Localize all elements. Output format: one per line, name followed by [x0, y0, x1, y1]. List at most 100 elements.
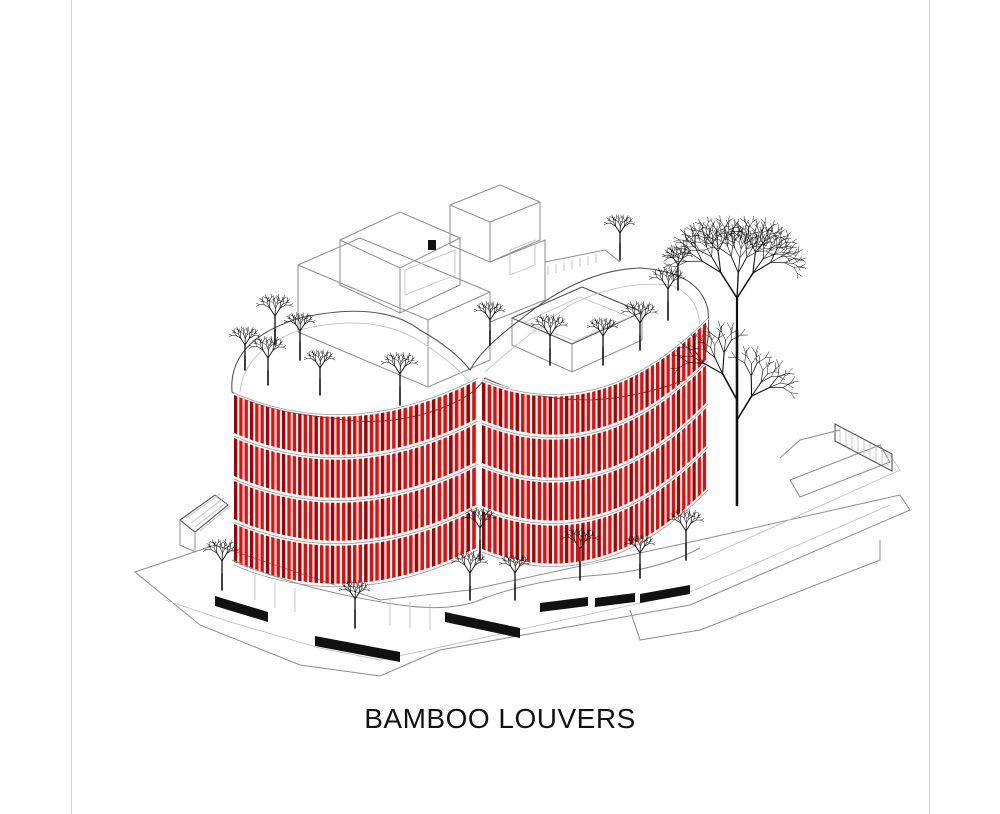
louver-fin	[537, 438, 542, 478]
louver-fin	[239, 526, 243, 566]
upper-rear-block	[297, 184, 546, 388]
louver-fin	[570, 438, 574, 477]
louver-fin	[265, 535, 270, 575]
louver-fin	[592, 477, 596, 516]
floor-slabs	[481, 316, 710, 569]
louver-fin	[629, 376, 633, 417]
louver-fin	[692, 460, 696, 502]
louver-fin	[526, 437, 531, 477]
louver-fin	[608, 386, 612, 426]
louver-fin	[581, 522, 585, 562]
louver-fin	[239, 483, 243, 523]
louver-fin	[364, 457, 368, 497]
louver-fin	[532, 524, 536, 563]
louver-fin	[460, 472, 465, 513]
louver-fin	[543, 396, 547, 435]
louver-fin	[303, 543, 307, 582]
louver-fin	[244, 485, 248, 525]
louver-fin	[493, 429, 497, 469]
louver-fin	[386, 497, 390, 537]
louver-fin	[249, 401, 254, 441]
louver-fin	[330, 459, 335, 498]
louver-fin	[325, 459, 329, 498]
louver-fin	[521, 436, 525, 476]
louver-fin	[239, 440, 243, 480]
tree-icon	[338, 580, 371, 629]
louver-fin	[325, 545, 329, 584]
louver-fin	[409, 534, 413, 574]
louver-fin	[482, 382, 486, 422]
louver-fin	[319, 459, 324, 498]
louver-fin	[515, 435, 519, 475]
louver-fin	[487, 513, 492, 553]
louver-fin	[276, 495, 280, 535]
louver-fin	[287, 411, 291, 451]
louver-fin	[618, 381, 623, 422]
louver-fin	[431, 441, 436, 481]
tall-tree-icon	[662, 215, 807, 507]
louver-fin	[276, 538, 280, 578]
louver-fin	[666, 439, 670, 481]
louver-fin	[414, 490, 419, 530]
louver-fin	[602, 473, 607, 513]
louver-fin	[431, 527, 436, 567]
louver-fin	[314, 501, 318, 541]
louver-fin	[460, 429, 465, 470]
louver-fin	[255, 489, 259, 529]
louver-fin	[249, 487, 254, 527]
louver-fin	[449, 391, 453, 432]
louver-fin	[624, 379, 628, 419]
louver-fin	[437, 439, 442, 479]
louver-fin	[336, 459, 340, 498]
louver-fin	[314, 415, 318, 455]
louver-fin	[392, 496, 396, 535]
louver-fin	[666, 353, 670, 395]
roof-parapet	[231, 267, 710, 422]
louver-fin	[392, 539, 396, 578]
louver-fin	[375, 456, 379, 495]
louver-fin	[443, 437, 447, 477]
louver-fin	[319, 502, 324, 541]
louver-fin	[414, 404, 419, 444]
louver-fin	[565, 438, 569, 478]
louver-fin	[426, 486, 430, 526]
louver-fin	[341, 545, 346, 584]
floor-slabs	[233, 376, 479, 589]
louver-fin	[369, 500, 374, 539]
louver-fin	[303, 500, 307, 539]
louver-fin	[255, 446, 259, 486]
louver-fin	[298, 499, 302, 539]
louver-fin	[336, 545, 340, 584]
louver-fin	[281, 496, 286, 536]
louver-fin	[347, 502, 351, 541]
louver-fin	[515, 478, 519, 518]
louver-fin	[375, 499, 379, 538]
louver-fin	[347, 545, 351, 584]
louver-fin	[443, 523, 447, 563]
louver-fin	[287, 454, 291, 494]
louver-fin	[380, 412, 385, 452]
louver-fin	[645, 411, 649, 451]
louver-fin	[375, 542, 379, 581]
louver-fin	[309, 544, 313, 583]
louver-fin	[380, 541, 385, 581]
louver-fin	[426, 400, 430, 440]
louver-fin	[586, 521, 591, 561]
louver-fin	[420, 531, 424, 571]
louver-fin	[634, 503, 639, 543]
louver-fin	[414, 447, 419, 487]
tree-icon	[586, 317, 619, 366]
louver-fin	[554, 482, 558, 521]
perimeter-fence	[779, 423, 893, 472]
louver-fin	[397, 408, 402, 448]
louver-fin	[244, 528, 248, 568]
louver-fin	[618, 424, 623, 465]
louver-fin	[287, 497, 291, 537]
louver-fin	[358, 458, 362, 497]
louver-fin	[271, 536, 275, 576]
louver-fin	[466, 426, 470, 467]
louver-fin	[666, 482, 670, 524]
louver-fin	[640, 414, 644, 454]
louver-fin	[341, 416, 346, 455]
louver-fin	[403, 493, 407, 533]
